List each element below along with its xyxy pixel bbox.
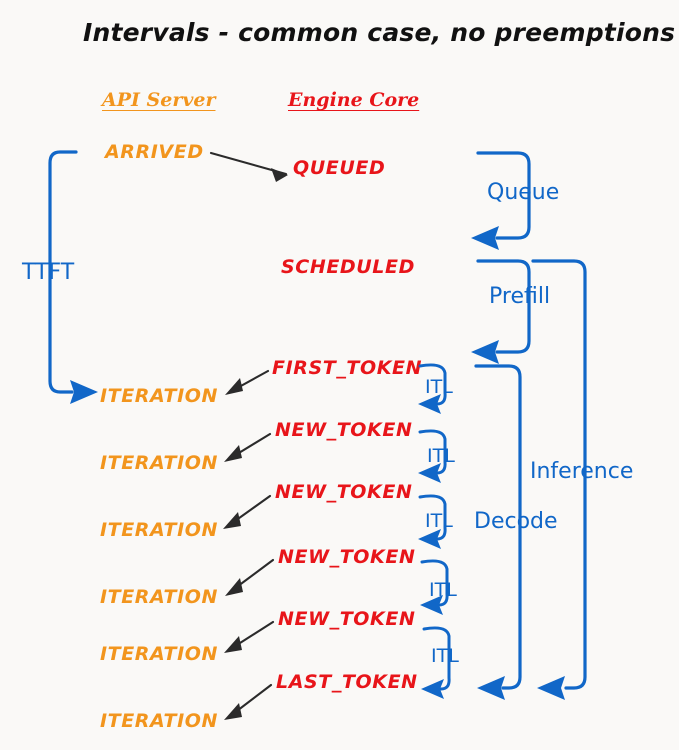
state-token: NEW_TOKEN [278, 546, 416, 568]
interval-label-itl: ITL [431, 645, 459, 667]
interval-label-itl: ITL [429, 579, 457, 601]
state-iteration: ITERATION [100, 586, 219, 608]
interval-label-itl: ITL [425, 376, 453, 398]
interval-label-ttft: TTFT [22, 260, 75, 285]
interval-label-inference: Inference [530, 459, 634, 484]
state-token: NEW_TOKEN [275, 419, 413, 441]
state-arrived: ARRIVED [105, 141, 204, 163]
state-queued: QUEUED [293, 157, 386, 179]
state-iteration: ITERATION [100, 519, 219, 541]
state-scheduled: SCHEDULED [281, 256, 415, 278]
state-token: NEW_TOKEN [275, 481, 413, 503]
page-title: Intervals - common case, no preemptions [83, 18, 676, 47]
state-iteration: ITERATION [100, 452, 219, 474]
interval-label-itl: ITL [427, 445, 455, 467]
state-iteration: ITERATION [100, 385, 219, 407]
interval-label-itl: ITL [425, 510, 453, 532]
state-token: NEW_TOKEN [278, 608, 416, 630]
interval-label-prefill: Prefill [489, 284, 551, 309]
state-token: FIRST_TOKEN [272, 357, 423, 379]
column-header-engine-core: Engine Core [288, 89, 420, 111]
state-token: LAST_TOKEN [276, 671, 418, 693]
state-iteration: ITERATION [100, 643, 219, 665]
interval-label-decode: Decode [474, 509, 558, 534]
interval-label-queue: Queue [487, 180, 560, 205]
state-iteration: ITERATION [100, 710, 219, 732]
column-header-api-server: API Server [102, 89, 216, 111]
